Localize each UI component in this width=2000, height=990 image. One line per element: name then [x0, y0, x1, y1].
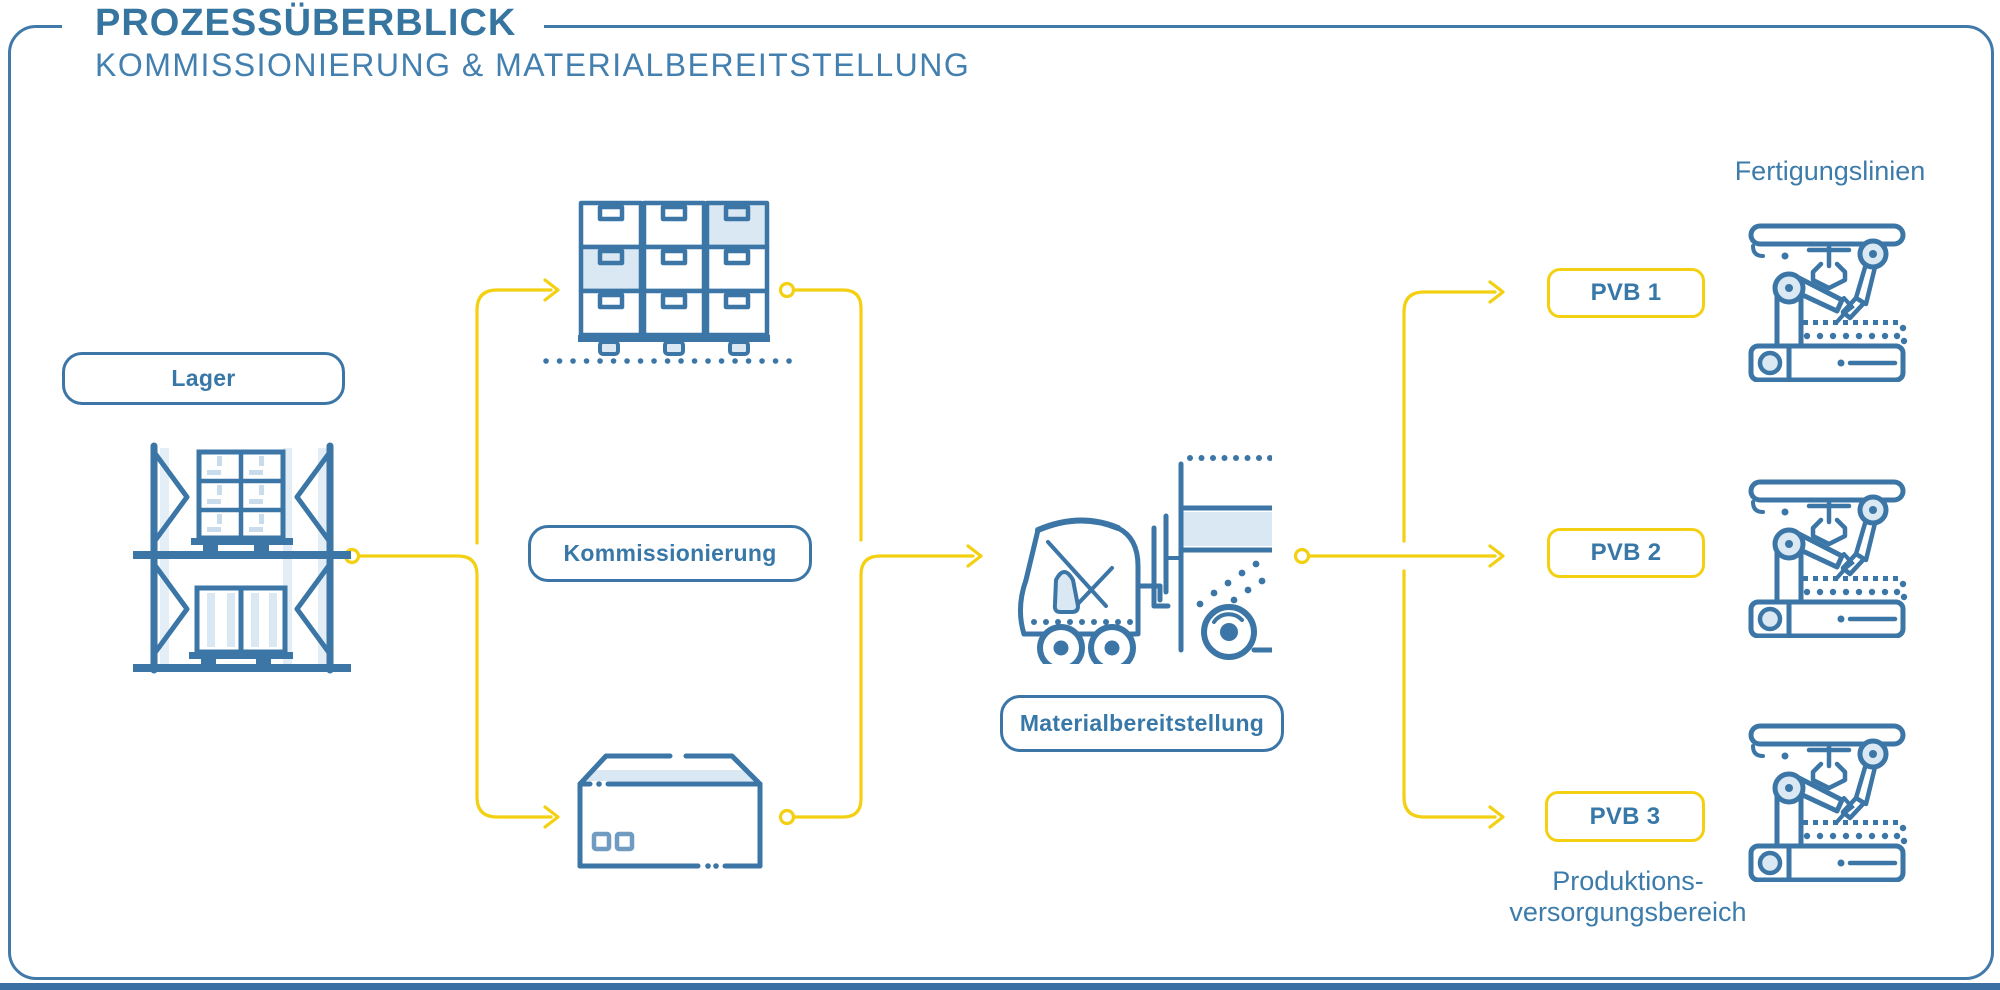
warehouse-rack-icon — [133, 440, 351, 676]
node-pvb-3-label: PVB 3 — [1589, 802, 1661, 830]
page-subtitle: KOMMISSIONIERUNG & MATERIALBEREITSTELLUN… — [95, 47, 971, 83]
node-lager-label: Lager — [171, 365, 236, 391]
diagram-frame — [8, 25, 1994, 980]
node-pvb-3: PVB 3 — [1545, 791, 1705, 842]
pvb-caption-line1: Produktions- — [1552, 866, 1704, 896]
node-pvb-2-label: PVB 2 — [1590, 539, 1662, 566]
storage-shelves-icon — [578, 200, 770, 356]
bottom-accent-bar — [0, 983, 2000, 990]
page-title: PROZESSÜBERBLICK — [62, 0, 545, 46]
node-pvb-1: PVB 1 — [1547, 268, 1705, 318]
node-lager: Lager — [62, 352, 345, 405]
node-pvb-1-label: PVB 1 — [1590, 279, 1662, 306]
node-kommissionierung-label: Kommissionierung — [563, 540, 777, 566]
node-materialbereitstellung-label: Materialbereitstellung — [1019, 710, 1265, 736]
fertigungslinien-caption: Fertigungslinien — [1734, 156, 1926, 186]
assembly-robot-icon — [1745, 214, 1911, 382]
assembly-robot-icon — [1745, 470, 1911, 638]
pvb-caption-line2: versorgungsbereich — [1509, 897, 1747, 927]
node-kommissionierung: Kommissionierung — [528, 525, 812, 582]
assembly-robot-icon — [1745, 714, 1911, 882]
node-pvb-2: PVB 2 — [1547, 528, 1705, 578]
node-materialbereitstellung: Materialbereitstellung — [1000, 695, 1284, 752]
pvb-caption: Produktions- versorgungsbereich — [1478, 866, 1778, 928]
carton-box-icon — [570, 746, 770, 870]
tow-tractor-icon — [1004, 436, 1272, 664]
